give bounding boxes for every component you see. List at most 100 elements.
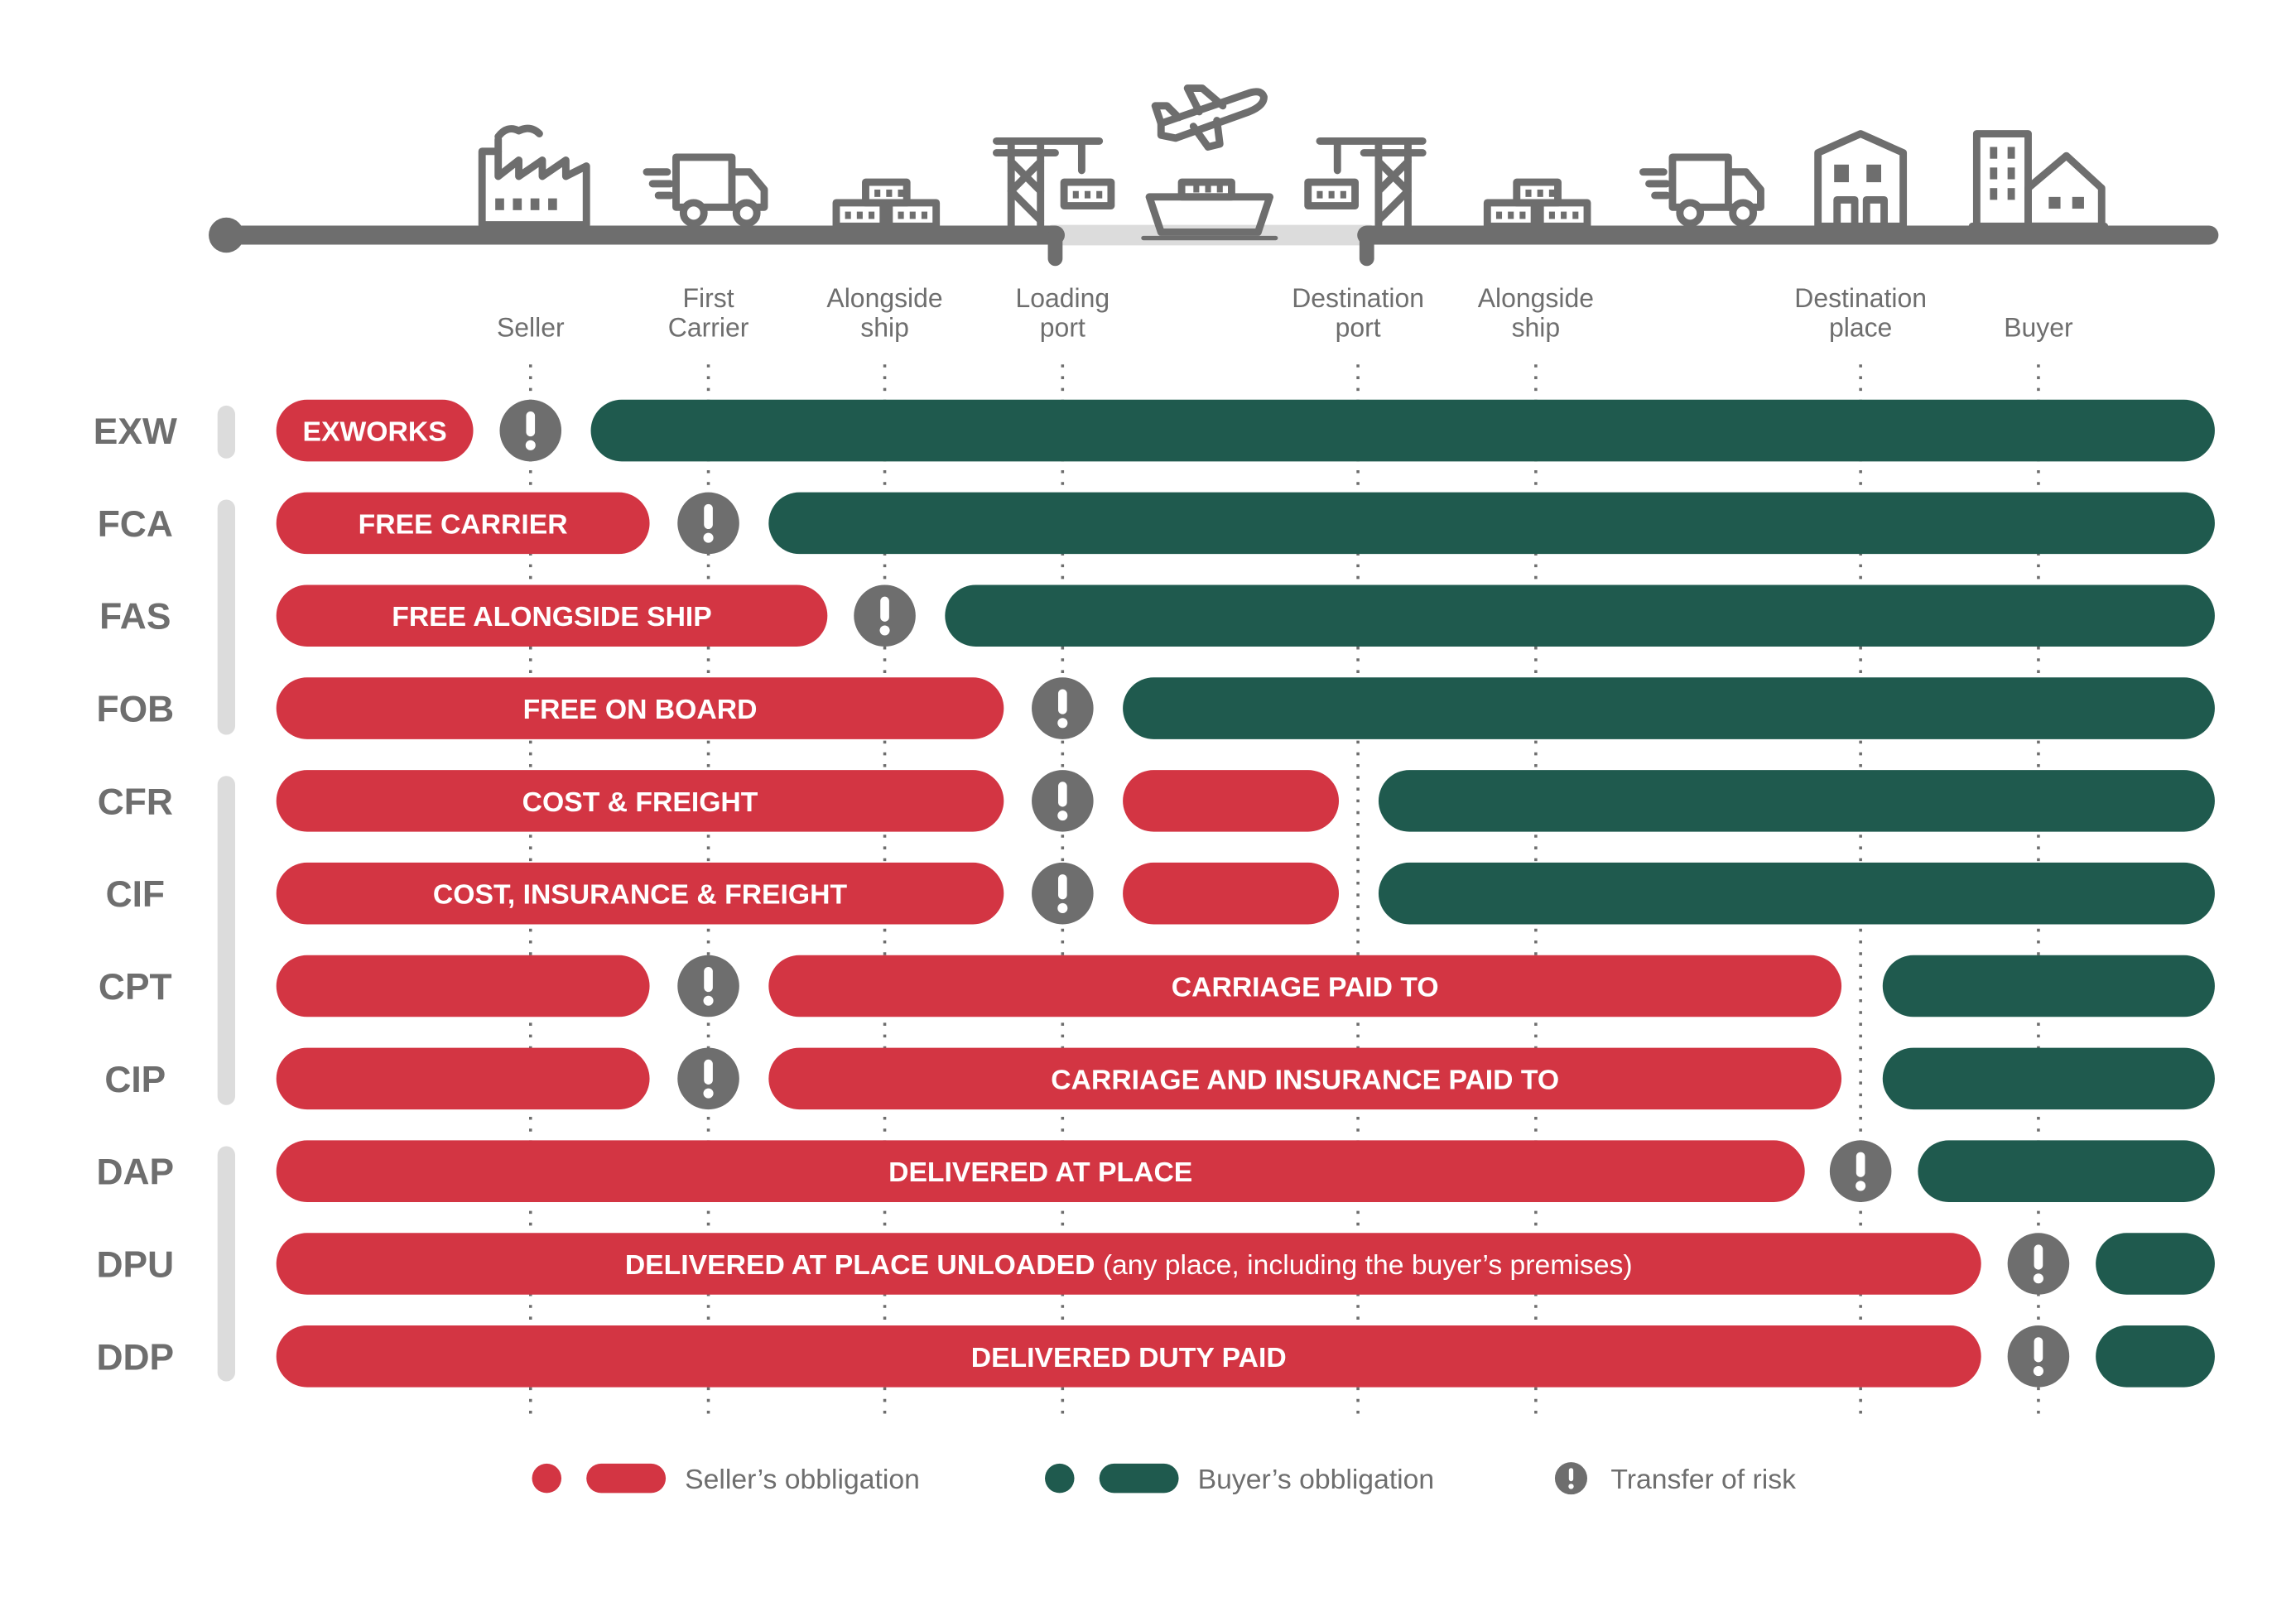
seller-bar bbox=[276, 862, 1004, 925]
legend-risk-label: Transfer of risk bbox=[1610, 1464, 1796, 1495]
term-code: DAP bbox=[96, 1152, 174, 1193]
transfer-of-risk-icon bbox=[677, 1047, 739, 1110]
term-row-cif: CIF COST, INSURANCE & FREIGHT bbox=[106, 862, 2215, 925]
term-row-ddp: DDP DELIVERED DUTY PAID bbox=[96, 1325, 2215, 1388]
station-label-buyer: Buyer bbox=[2004, 312, 2073, 342]
term-code: CFR bbox=[98, 782, 173, 822]
buyer-bar bbox=[2096, 1325, 2215, 1388]
timeline-start-dot bbox=[209, 217, 244, 253]
warehouse-icon bbox=[1814, 130, 1908, 230]
bracket-group-d bbox=[217, 1146, 235, 1382]
term-row-dpu: DPU DELIVERED AT PLACE UNLOADED (any plac… bbox=[96, 1233, 2215, 1295]
term-label: DELIVERED AT PLACE bbox=[888, 1157, 1192, 1188]
term-code: CIF bbox=[106, 874, 165, 915]
transfer-of-risk-icon bbox=[854, 584, 916, 647]
term-row-fca: FCA FREE CARRIER bbox=[98, 492, 2215, 555]
ship-icon bbox=[1141, 178, 1278, 241]
legend-seller: Seller’s obbligation bbox=[532, 1463, 920, 1495]
buyer-bar bbox=[1918, 1140, 2215, 1202]
term-code: FAS bbox=[99, 597, 171, 637]
term-label: FREE ON BOARD bbox=[523, 694, 758, 725]
term-code: CIP bbox=[104, 1060, 166, 1100]
term-code: DDP bbox=[96, 1337, 174, 1378]
buyer-bar bbox=[1123, 677, 2215, 739]
seller-bar-secondary bbox=[768, 955, 1842, 1017]
legend-risk-icon bbox=[1554, 1462, 1587, 1495]
transfer-of-risk-icon bbox=[499, 399, 562, 462]
buyer-bar bbox=[1378, 770, 2215, 832]
seller-bar bbox=[276, 1325, 1981, 1388]
buyer-bar bbox=[1378, 862, 2215, 925]
term-label: DELIVERED DUTY PAID bbox=[971, 1342, 1287, 1373]
seller-bar-secondary bbox=[1123, 770, 1340, 832]
buyer-bar bbox=[590, 399, 2215, 462]
term-code: FOB bbox=[96, 690, 174, 730]
seller-bar bbox=[276, 1233, 1981, 1295]
seller-bar-secondary bbox=[1123, 862, 1340, 925]
term-code: CPT bbox=[99, 967, 172, 1008]
term-label: EXWORKS bbox=[303, 416, 447, 448]
transfer-of-risk-icon bbox=[2007, 1325, 2070, 1388]
transfer-of-risk-icon bbox=[1829, 1140, 1892, 1202]
legend-buyer: Buyer’s obbligation bbox=[1045, 1463, 1435, 1495]
term-row-cfr: CFR COST & FREIGHT bbox=[98, 770, 2215, 832]
transfer-of-risk-icon bbox=[677, 492, 739, 555]
term-label: COST & FREIGHT bbox=[522, 786, 758, 818]
buyer-bar bbox=[1882, 955, 2215, 1017]
bracket-group-e bbox=[217, 405, 235, 459]
term-label: FREE ALONGSIDE SHIP bbox=[392, 601, 712, 633]
buyer-bar bbox=[945, 584, 2215, 647]
crane-icon bbox=[993, 137, 1115, 230]
term-label: COST, INSURANCE & FREIGHT bbox=[433, 879, 848, 911]
term-row-cip: CIP CARRIAGE AND INSURANCE PAID TO bbox=[104, 1047, 2215, 1110]
transfer-of-risk-icon bbox=[677, 955, 739, 1017]
legend-risk: Transfer of risk bbox=[1554, 1462, 1796, 1495]
transfer-of-risk-icon bbox=[1032, 862, 1094, 925]
truck-icon bbox=[643, 153, 768, 228]
seller-bar bbox=[276, 770, 1004, 832]
seller-bar bbox=[276, 399, 474, 462]
term-row-fob: FOB FREE ON BOARD bbox=[96, 677, 2215, 739]
cargo-icon bbox=[832, 178, 941, 230]
buyer-bar bbox=[1882, 1047, 2215, 1110]
term-label: CARRIAGE AND INSURANCE PAID TO bbox=[1051, 1064, 1559, 1095]
factory-icon bbox=[478, 124, 590, 229]
seller-bar bbox=[276, 1047, 650, 1110]
term-label: DELIVERED AT PLACE UNLOADED (any place, … bbox=[625, 1249, 1633, 1281]
bracket-group-c bbox=[217, 776, 235, 1105]
seller-bar-secondary bbox=[768, 1047, 1842, 1110]
legend-seller-label: Seller’s obbligation bbox=[685, 1464, 920, 1495]
term-code: EXW bbox=[94, 411, 177, 452]
term-code: DPU bbox=[96, 1244, 174, 1285]
term-row-exw: EXW EXWORKS bbox=[94, 399, 2215, 462]
buyer-bar bbox=[2096, 1233, 2215, 1295]
crane-icon-dest bbox=[1304, 137, 1427, 230]
term-code: FCA bbox=[98, 504, 173, 545]
bracket-group-f bbox=[217, 499, 235, 735]
plane-icon bbox=[1151, 84, 1268, 151]
seller-bar bbox=[276, 677, 1004, 739]
buyer-bar bbox=[768, 492, 2215, 555]
seller-bar bbox=[276, 492, 650, 555]
legend-buyer-label: Buyer’s obbligation bbox=[1198, 1464, 1435, 1495]
term-label: FREE CARRIER bbox=[359, 508, 568, 540]
buildings-icon bbox=[1968, 130, 2109, 230]
seller-bar bbox=[276, 584, 828, 647]
transfer-of-risk-icon bbox=[1032, 770, 1094, 832]
station-label-seller: Seller bbox=[497, 312, 565, 342]
transfer-of-risk-icon bbox=[1032, 677, 1094, 739]
transfer-of-risk-icon bbox=[2007, 1233, 2070, 1295]
seller-bar bbox=[276, 955, 650, 1017]
cargo-icon-dest bbox=[1483, 178, 1591, 230]
seller-bar bbox=[276, 1140, 1805, 1202]
term-row-dap: DAP DELIVERED AT PLACE bbox=[96, 1140, 2215, 1202]
